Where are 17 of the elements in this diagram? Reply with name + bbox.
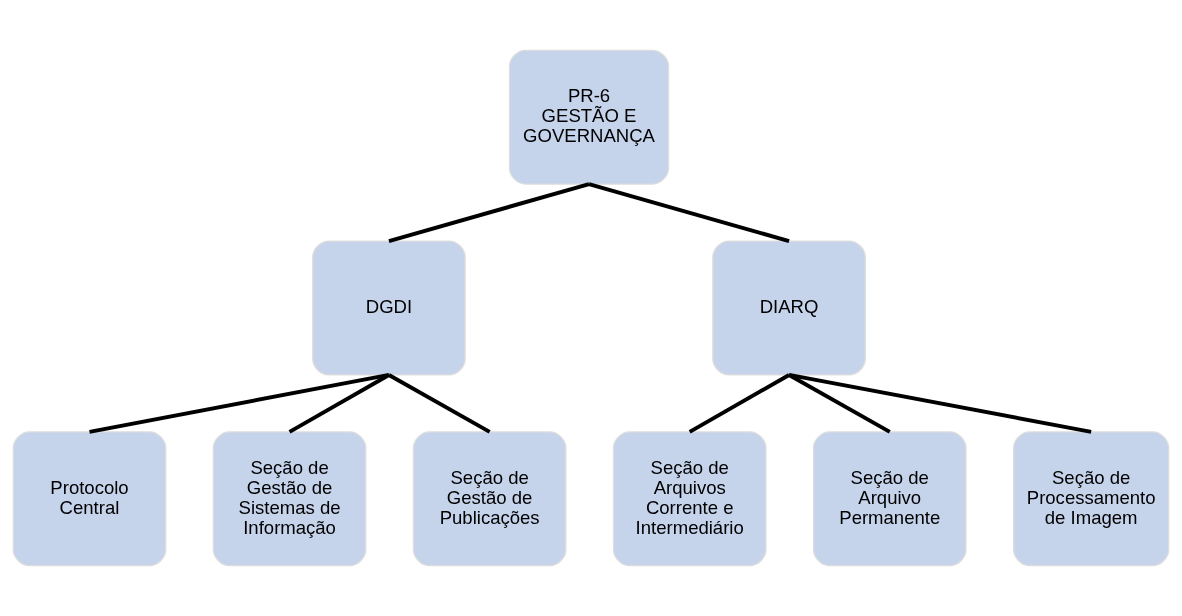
connector bbox=[688, 373, 791, 434]
node-box: Seção de Arquivos Corrente e Intermediário bbox=[612, 431, 767, 567]
node-box: Seção de Gestão de Sistemas de Informação bbox=[212, 431, 367, 567]
connector bbox=[588, 182, 790, 243]
node-box: Seção de Gestão de Publicações bbox=[412, 431, 567, 567]
node-box: Seção de Processamento de Imagem bbox=[1013, 431, 1170, 567]
node-box: DGDI bbox=[312, 240, 466, 376]
connector bbox=[387, 373, 491, 434]
connector bbox=[788, 372, 1092, 434]
connector bbox=[388, 182, 590, 243]
node-box: DIARQ bbox=[712, 240, 866, 376]
node-box: PR-6 GESTÃO E GOVERNANÇA bbox=[508, 49, 670, 185]
node-box: Seção de Arquivo Permanente bbox=[812, 431, 967, 567]
node-box: Protocolo Central bbox=[12, 431, 167, 567]
connector bbox=[89, 372, 390, 434]
connector bbox=[288, 373, 390, 434]
connector bbox=[788, 373, 891, 434]
